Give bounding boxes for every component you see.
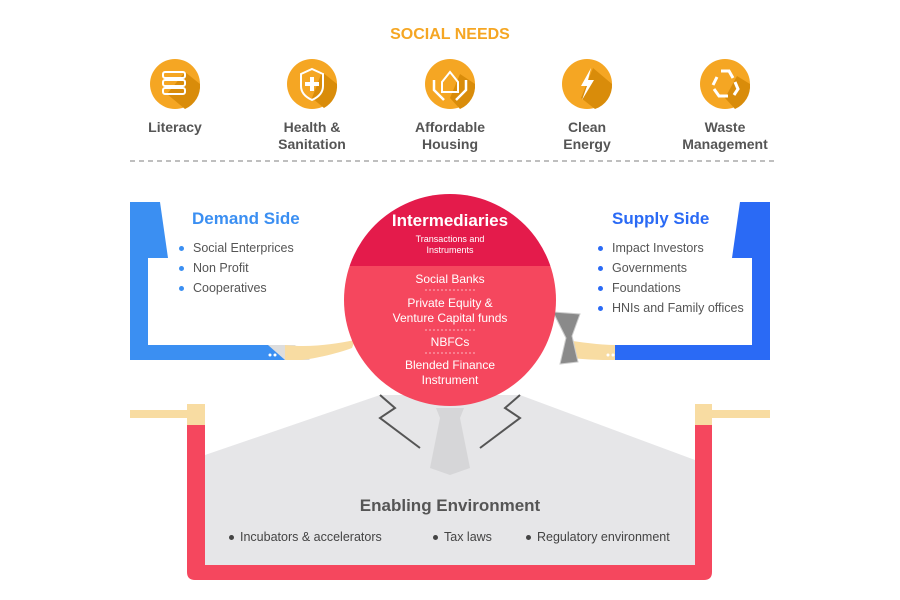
right-hand xyxy=(695,404,770,425)
section-title: SOCIAL NEEDS xyxy=(390,26,510,43)
supply-title: Supply Side xyxy=(612,209,710,228)
need-label: Clean xyxy=(567,119,607,135)
lightning-icon xyxy=(562,59,613,109)
list-item: Social Enterprices xyxy=(179,238,294,258)
collar xyxy=(378,394,522,449)
demand-list: Social Enterprices Non Profit Cooperativ… xyxy=(179,238,294,298)
list-item: Impact Investors xyxy=(598,238,744,258)
need-label: Energy xyxy=(563,136,611,152)
need-label: Waste xyxy=(704,119,746,135)
item-private-equity: Private Equity & xyxy=(407,296,493,310)
need-health: Health &Sanitation xyxy=(247,119,377,153)
need-icons xyxy=(150,59,751,109)
recycle-icon xyxy=(700,59,751,109)
env-item-tax-laws: Tax laws xyxy=(433,530,492,544)
list-item: HNIs and Family offices xyxy=(598,298,744,318)
item-nbfcs: NBFCs xyxy=(430,335,470,349)
list-item: Governments xyxy=(598,258,744,278)
list-item: Cooperatives xyxy=(179,278,294,298)
subtitle-line: Transactions and xyxy=(415,234,485,244)
need-label: Management xyxy=(682,136,768,152)
need-label: Affordable xyxy=(415,119,485,135)
demand-title: Demand Side xyxy=(192,209,300,228)
house-hands-icon xyxy=(425,59,476,109)
env-item-regulatory: Regulatory environment xyxy=(526,530,670,544)
left-hand xyxy=(130,404,205,425)
supply-list: Impact Investors Governments Foundations… xyxy=(598,238,744,318)
item-venture-capital: Venture Capital funds xyxy=(392,311,508,325)
item-instrument: Instrument xyxy=(421,373,479,387)
need-literacy: Literacy xyxy=(110,119,240,136)
env-item-incubators: Incubators & accelerators xyxy=(229,530,382,544)
enabling-title: Enabling Environment xyxy=(359,496,541,515)
shield-cross-icon xyxy=(287,59,338,109)
list-item: Non Profit xyxy=(179,258,294,278)
need-label: Housing xyxy=(422,136,478,152)
list-item: Foundations xyxy=(598,278,744,298)
item-social-banks: Social Banks xyxy=(415,272,485,286)
books-icon xyxy=(150,59,201,109)
item-blended-finance: Blended Finance xyxy=(404,358,496,372)
need-label: Literacy xyxy=(148,119,202,135)
intermediaries-title: Intermediaries xyxy=(391,211,509,230)
need-label: Health & xyxy=(283,119,341,135)
supply-frame xyxy=(615,202,770,360)
need-label: Sanitation xyxy=(278,136,346,152)
money-icon xyxy=(552,311,581,365)
tie-icon xyxy=(430,408,470,475)
enabling-body xyxy=(205,395,695,565)
subtitle-line: Instruments xyxy=(426,245,474,255)
demand-hand xyxy=(285,340,355,360)
demand-frame xyxy=(130,202,285,360)
